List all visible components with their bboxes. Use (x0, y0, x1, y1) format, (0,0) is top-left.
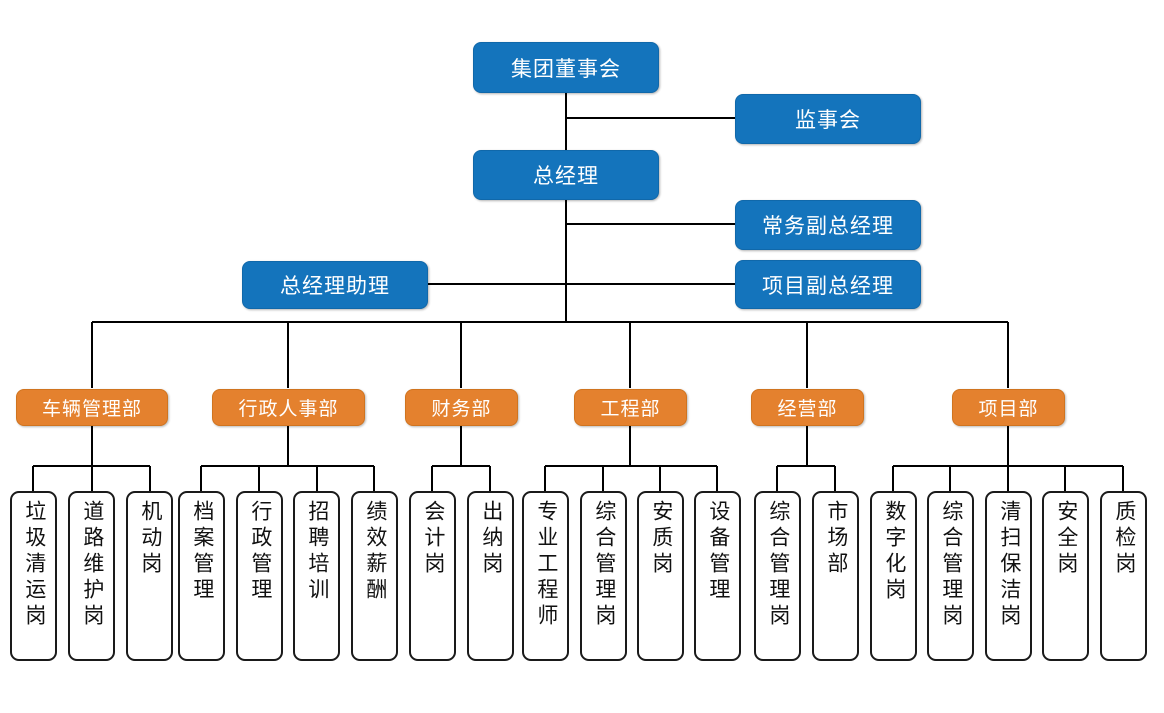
node-department-admin-hr[interactable]: 行政人事部 (212, 389, 365, 426)
node-gm-assistant-label: 总经理助理 (280, 275, 390, 298)
node-executive-deputy-gm[interactable]: 常务副总经理 (735, 200, 921, 250)
node-supervisory-board-label: 监事会 (795, 109, 861, 132)
node-department-finance[interactable]: 财务部 (405, 389, 518, 426)
node-department-vehicle-management[interactable]: 车辆管理部 (16, 389, 168, 426)
leaf-position-label: 设备管理 (706, 500, 730, 604)
leaf-position-label: 垃圾清运岗 (22, 500, 46, 630)
leaf-position-label: 专业工程师 (534, 500, 558, 630)
leaf-position[interactable]: 会计岗 (409, 491, 456, 661)
node-project-deputy-gm[interactable]: 项目副总经理 (735, 260, 921, 309)
node-department-label: 行政人事部 (238, 399, 339, 420)
leaf-position[interactable]: 绩效薪酬 (351, 491, 398, 661)
leaf-position[interactable]: 质检岗 (1100, 491, 1147, 661)
leaf-position[interactable]: 垃圾清运岗 (10, 491, 57, 661)
node-executive-deputy-gm-label: 常务副总经理 (762, 215, 894, 238)
leaf-position[interactable]: 出纳岗 (467, 491, 514, 661)
leaf-position[interactable]: 综合管理岗 (927, 491, 974, 661)
leaf-position[interactable]: 设备管理 (694, 491, 741, 661)
leaf-position-label: 绩效薪酬 (363, 500, 387, 604)
node-department-operations[interactable]: 经营部 (751, 389, 864, 426)
leaf-position-label: 清扫保洁岗 (997, 500, 1021, 630)
leaf-position[interactable]: 行政管理 (236, 491, 283, 661)
leaf-position-label: 安全岗 (1054, 500, 1078, 578)
leaf-position[interactable]: 安质岗 (637, 491, 684, 661)
leaf-position-label: 市场部 (824, 500, 848, 578)
leaf-position-label: 安质岗 (649, 500, 673, 578)
node-project-deputy-gm-label: 项目副总经理 (762, 274, 894, 298)
leaf-position-label: 出纳岗 (479, 500, 503, 578)
node-department-project[interactable]: 项目部 (952, 389, 1065, 426)
leaf-position[interactable]: 机动岗 (126, 491, 173, 661)
leaf-position[interactable]: 道路维护岗 (68, 491, 115, 661)
node-gm-assistant[interactable]: 总经理助理 (242, 261, 428, 309)
leaf-position-label: 综合管理岗 (766, 500, 790, 630)
node-department-label: 车辆管理部 (41, 399, 142, 420)
leaf-position[interactable]: 综合管理岗 (580, 491, 627, 661)
leaf-position-label: 数字化岗 (882, 500, 906, 604)
leaf-position[interactable]: 招聘培训 (293, 491, 340, 661)
leaf-position-label: 档案管理 (190, 500, 214, 604)
leaf-position[interactable]: 安全岗 (1042, 491, 1089, 661)
leaf-position-label: 招聘培训 (305, 500, 329, 604)
leaf-position-label: 行政管理 (248, 500, 272, 604)
node-department-label: 工程部 (600, 399, 661, 420)
leaf-position-label: 道路维护岗 (80, 500, 104, 630)
node-general-manager-label: 总经理 (533, 165, 599, 188)
node-department-label: 财务部 (431, 399, 492, 420)
node-supervisory-board[interactable]: 监事会 (735, 94, 921, 144)
node-department-label: 项目部 (978, 399, 1039, 420)
node-department-label: 经营部 (777, 399, 838, 420)
leaf-position-label: 综合管理岗 (939, 500, 963, 630)
leaf-position[interactable]: 数字化岗 (870, 491, 917, 661)
node-general-manager[interactable]: 总经理 (473, 150, 659, 200)
leaf-position[interactable]: 市场部 (812, 491, 859, 661)
leaf-position-label: 综合管理岗 (592, 500, 616, 630)
node-department-engineering[interactable]: 工程部 (574, 389, 687, 426)
node-board-label: 集团董事会 (511, 57, 621, 81)
leaf-position[interactable]: 清扫保洁岗 (985, 491, 1032, 661)
leaf-position[interactable]: 档案管理 (178, 491, 225, 661)
leaf-position[interactable]: 专业工程师 (522, 491, 569, 661)
node-board[interactable]: 集团董事会 (473, 42, 659, 93)
leaf-position-label: 会计岗 (421, 500, 445, 578)
leaf-position-label: 质检岗 (1112, 500, 1136, 578)
leaf-position-label: 机动岗 (138, 500, 162, 578)
leaf-position[interactable]: 综合管理岗 (754, 491, 801, 661)
